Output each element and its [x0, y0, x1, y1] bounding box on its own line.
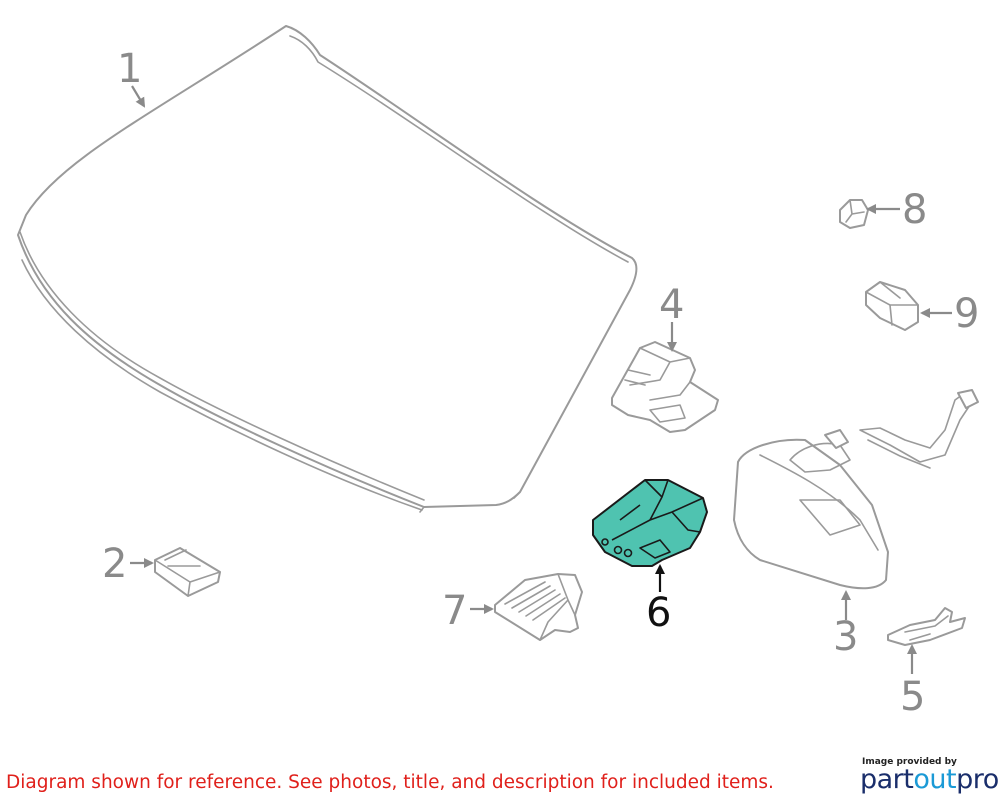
- callout-4: 4: [659, 282, 684, 328]
- callout-9: 9: [954, 291, 979, 337]
- logo-part: part: [860, 764, 914, 795]
- cover-part-7: [494, 573, 583, 641]
- callout-8: 8: [902, 187, 927, 233]
- windshield-part: [17, 25, 638, 513]
- bracket-part-4: [611, 341, 719, 433]
- logo-pro: pro: [956, 764, 999, 795]
- callout-7: 7: [442, 588, 467, 634]
- partoutpro-logo[interactable]: partoutpro: [860, 764, 999, 795]
- disclaimer-text: Diagram shown for reference. See photos,…: [6, 772, 774, 793]
- sensor-bracket-part-6: [592, 479, 708, 567]
- clip-part-8: [839, 199, 869, 229]
- callout-2: 2: [102, 541, 127, 587]
- callout-3: 3: [833, 614, 858, 660]
- cap-part-9: [865, 281, 919, 331]
- bracket-part-5: [887, 607, 966, 646]
- callout-6: 6: [646, 590, 671, 636]
- image-provider-label: Image provided by: [862, 757, 957, 767]
- leader-1: [131, 85, 146, 108]
- clip-part-2: [154, 547, 221, 597]
- callout-1: 1: [117, 46, 142, 92]
- logo-out: out: [913, 764, 957, 795]
- callout-5: 5: [900, 674, 925, 720]
- mirror-part-3: [733, 389, 979, 590]
